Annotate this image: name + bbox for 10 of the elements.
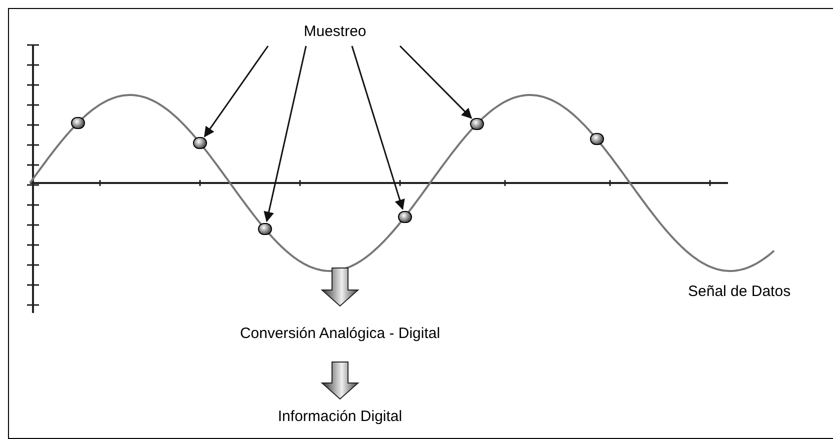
arrow [399, 45, 472, 119]
arrow [351, 46, 405, 210]
signal-label: Señal de Datos [688, 282, 791, 302]
arrow [264, 46, 307, 222]
block-arrow [320, 362, 360, 400]
block-arrow [320, 268, 360, 307]
node-label: Conversión Analógica - Digital [240, 324, 440, 344]
node-label: Muestreo [304, 22, 366, 42]
arrow [204, 46, 269, 138]
node-label: Información Digital [278, 407, 402, 427]
